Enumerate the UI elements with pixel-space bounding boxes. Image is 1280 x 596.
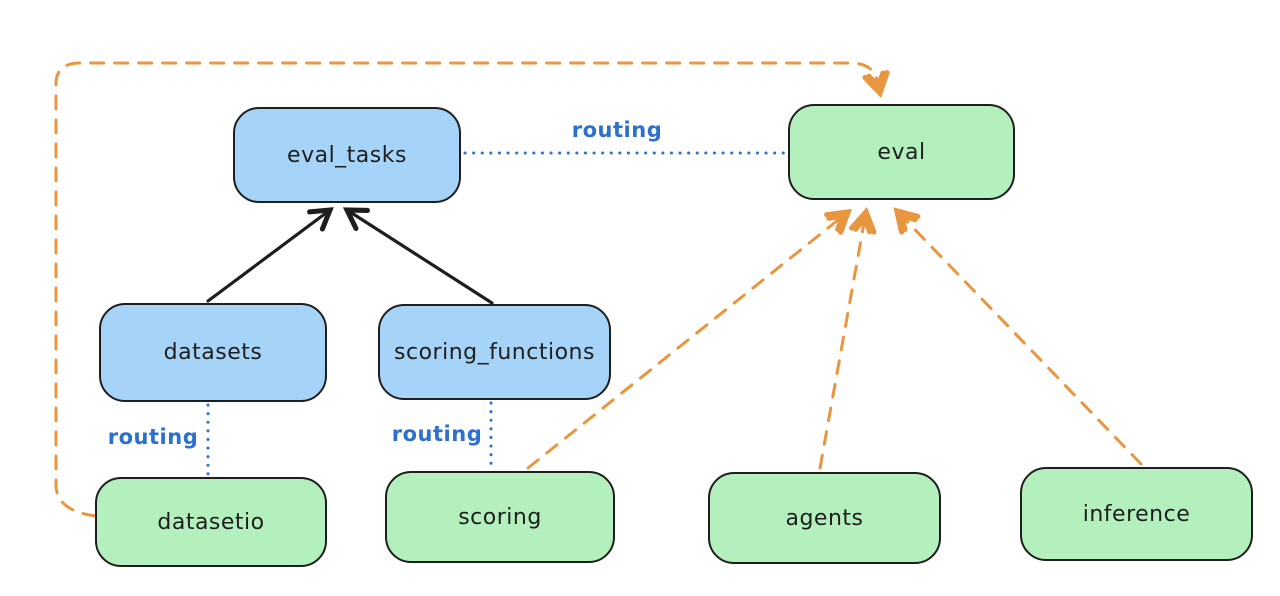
edge-scoring_functions-to-eval_tasks: [342, 207, 494, 305]
node-label: datasets: [163, 340, 263, 365]
node-agents: agents: [708, 472, 941, 564]
node-label: agents: [785, 505, 864, 531]
node-label: eval: [877, 139, 926, 165]
node-label: datasetio: [157, 509, 265, 535]
edge-label-routing-eval_tasks-eval: routing: [571, 118, 663, 142]
node-eval_tasks: eval_tasks: [233, 107, 461, 203]
edge-label-routing-datasets-datasetio: routing: [107, 425, 199, 449]
node-datasets: datasets: [99, 303, 327, 402]
edge-agents-to-eval: [818, 207, 877, 470]
node-label: eval_tasks: [287, 142, 407, 168]
edge-scoring-to-eval: [526, 208, 852, 470]
edge-datasetio-to-eval: [54, 61, 890, 518]
edge-datasets-to-eval_tasks: [206, 207, 334, 303]
node-scoring: scoring: [385, 471, 615, 563]
edge-label-routing-scoring_functions-scoring: routing: [391, 422, 483, 446]
node-label: scoring_functions: [394, 339, 595, 365]
node-scoring_functions: scoring_functions: [378, 304, 611, 400]
node-label: scoring: [458, 504, 542, 530]
node-label: inference: [1082, 501, 1191, 527]
node-inference: inference: [1020, 467, 1253, 561]
node-datasetio: datasetio: [95, 477, 327, 567]
node-eval: eval: [788, 104, 1015, 200]
edge-inference-to-eval: [893, 207, 1143, 466]
